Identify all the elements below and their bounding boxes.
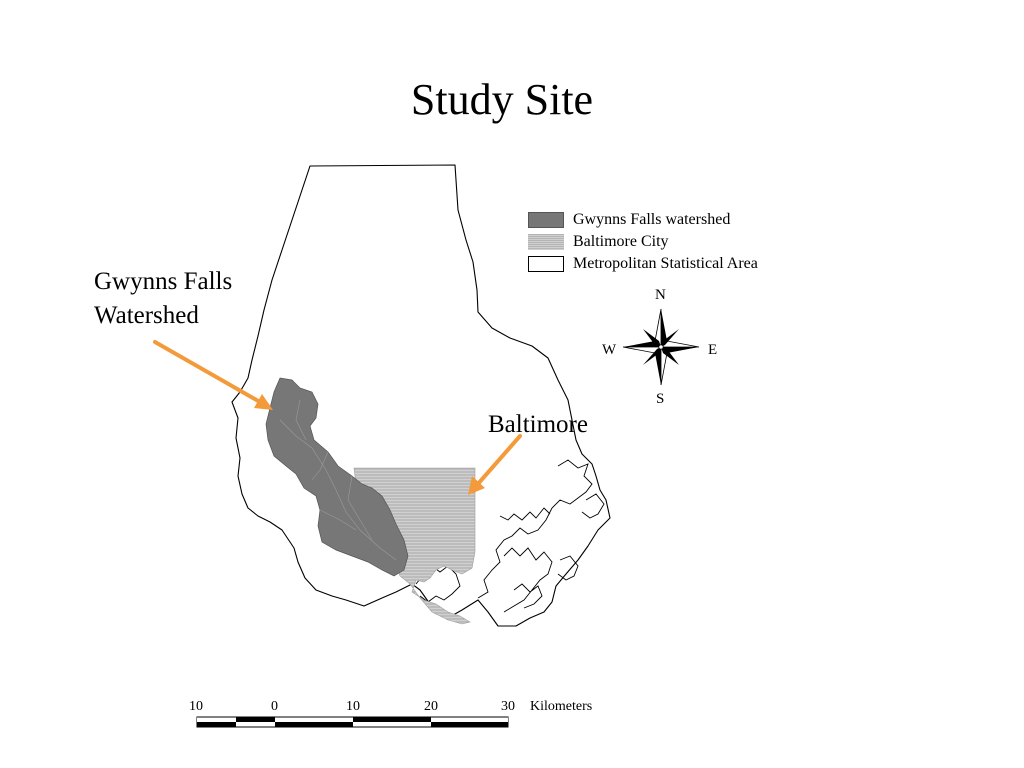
- legend-swatch-watershed: [528, 212, 564, 228]
- legend-label-city: Baltimore City: [573, 233, 669, 250]
- legend-label-msa: Metropolitan Statistical Area: [573, 255, 758, 272]
- scale-tick-label: 10: [189, 699, 203, 714]
- legend-swatch-city: [528, 234, 564, 250]
- legend-item-msa: Metropolitan Statistical Area: [528, 253, 758, 275]
- legend-label-watershed: Gwynns Falls watershed: [573, 211, 731, 228]
- coastline-detail: [415, 459, 605, 613]
- scale-tick-label: 10: [346, 699, 360, 714]
- gwynns-falls-watershed-area: [265, 377, 409, 577]
- gwynns-callout-line2: Watershed: [94, 302, 199, 329]
- scale-tick-label: 20: [424, 699, 438, 714]
- baltimore-callout-label: Baltimore: [488, 411, 588, 438]
- compass-rose-icon: [622, 308, 700, 386]
- scale-tick-label: 30: [501, 699, 515, 714]
- gwynns-callout-arrow: [153, 340, 273, 410]
- legend-item-watershed: Gwynns Falls watershed: [528, 209, 758, 231]
- page-title: Study Site: [410, 75, 594, 124]
- scale-units-label: Kilometers: [530, 699, 593, 714]
- map-legend: Gwynns Falls watershed Baltimore City Me…: [528, 209, 758, 275]
- gwynns-falls-callout-label: Gwynns Falls Watershed: [94, 265, 232, 333]
- gwynns-callout-line1: Gwynns Falls: [94, 268, 233, 295]
- legend-item-city: Baltimore City: [528, 231, 758, 253]
- subwatershed-lines: [279, 399, 397, 561]
- compass-south-label: S: [656, 391, 665, 407]
- compass-west-label: W: [602, 342, 617, 358]
- compass-east-label: E: [708, 342, 718, 358]
- baltimore-callout-arrow: [468, 434, 522, 495]
- legend-swatch-msa: [528, 256, 564, 272]
- compass-north-label: N: [655, 287, 666, 303]
- scale-bar: [196, 716, 509, 728]
- scale-tick-label: 0: [271, 699, 278, 714]
